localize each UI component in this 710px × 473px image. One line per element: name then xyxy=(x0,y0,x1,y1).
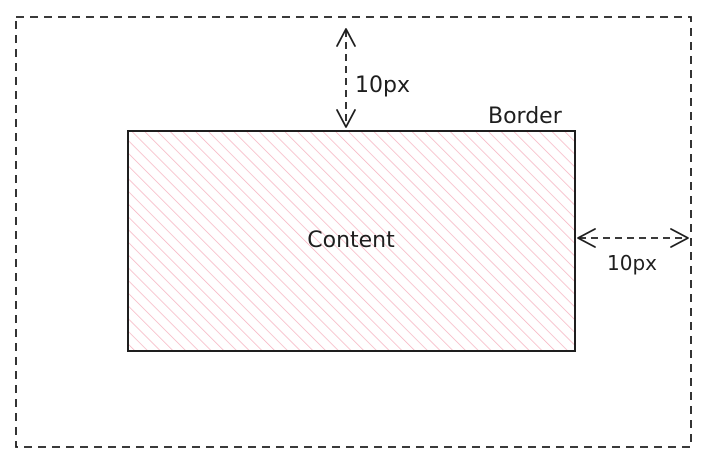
border-label: Border xyxy=(488,104,563,129)
right-margin-label: 10px xyxy=(607,251,657,275)
margin-boundary xyxy=(15,16,692,448)
right-margin-arrow xyxy=(577,228,689,248)
top-margin-label: 10px xyxy=(355,73,410,98)
top-margin-arrow xyxy=(336,28,356,128)
content-label: Content xyxy=(307,228,395,253)
content-box-fill xyxy=(128,131,575,351)
content-border xyxy=(127,130,576,352)
